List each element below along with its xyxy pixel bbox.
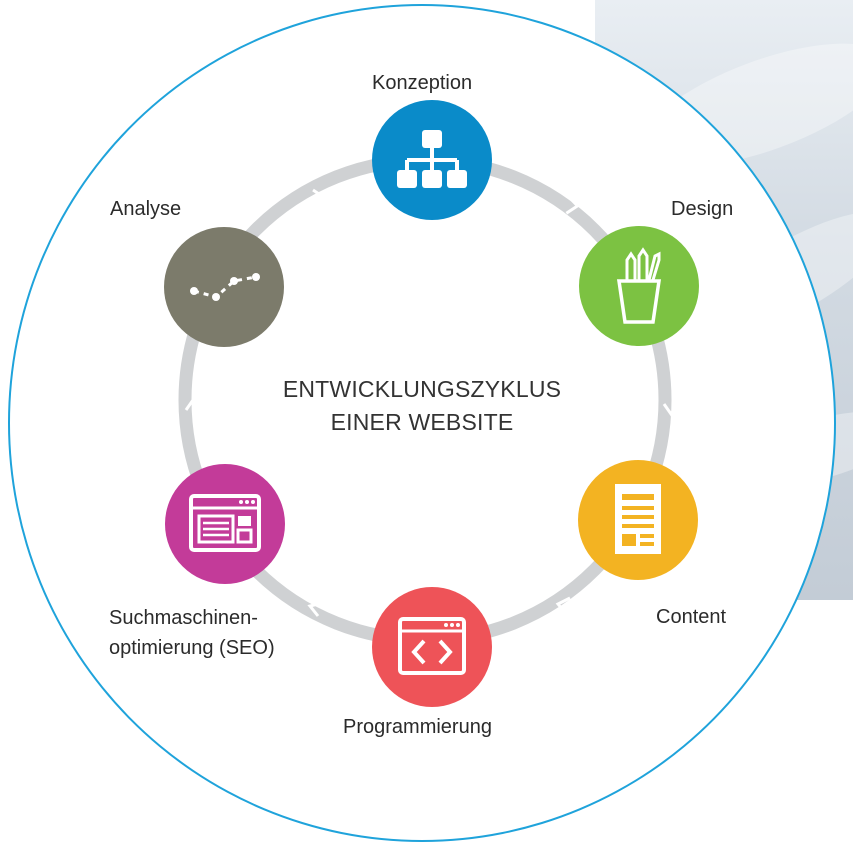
browser-layout-icon — [189, 494, 261, 552]
node-seo — [165, 464, 285, 584]
node-analyse — [164, 227, 284, 347]
title-line-1: ENTWICKLUNGSZYKLUS — [282, 376, 562, 402]
label-seo-line1: Suchmaschinen- — [109, 607, 258, 629]
sitemap-icon — [397, 130, 467, 188]
diagram-title: ENTWICKLUNGSZYKLUS EINER WEBSITE — [232, 373, 612, 439]
code-window-icon — [398, 617, 466, 675]
node-content — [578, 460, 698, 580]
label-analyse: Analyse — [110, 198, 182, 220]
label-design: Design — [671, 198, 734, 220]
title-line-2: EINER WEBSITE — [330, 409, 514, 435]
label-content: Content — [656, 606, 727, 628]
label-programmierung: Programmierung — [343, 716, 492, 738]
label-seo-line2: optimierung (SEO) — [109, 637, 275, 659]
node-konzeption — [372, 100, 492, 220]
pencil-cup-icon — [616, 247, 662, 324]
document-icon — [615, 484, 661, 554]
label-konzeption: Konzeption — [372, 72, 473, 94]
node-design — [579, 226, 699, 346]
node-programmierung — [372, 587, 492, 707]
ring-arrows — [184, 188, 680, 617]
trend-line-icon — [190, 273, 260, 301]
